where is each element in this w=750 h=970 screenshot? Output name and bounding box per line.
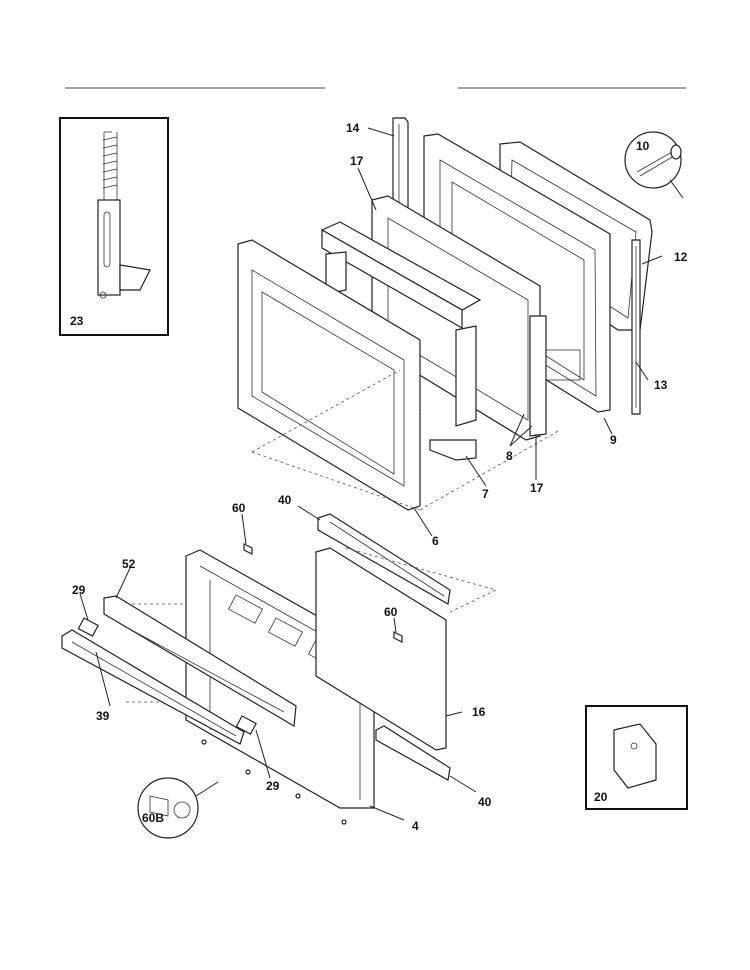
dashed-outline-lower xyxy=(126,547,498,703)
leader-lines xyxy=(79,127,663,821)
part-60B-screw-circle xyxy=(137,777,199,839)
callout-13: 13 xyxy=(654,378,668,392)
part-60-screws xyxy=(201,543,403,825)
part-40-top-channel xyxy=(317,513,451,605)
inset-hinge-23 xyxy=(59,117,169,336)
part-29-end-caps xyxy=(77,617,257,735)
callout-8: 8 xyxy=(506,449,513,463)
callout-29-left: 29 xyxy=(72,583,86,597)
callout-7: 7 xyxy=(482,487,489,501)
callout-14: 14 xyxy=(346,121,360,135)
callout-6: 6 xyxy=(432,534,439,548)
callout-16: 16 xyxy=(472,705,486,719)
part-6-inner-panel xyxy=(237,239,421,511)
part-16-rear-glass xyxy=(315,547,447,751)
part-39-handle xyxy=(61,629,245,745)
callout-40-top: 40 xyxy=(278,493,292,507)
callout-60B: 60B xyxy=(142,811,164,825)
callout-10: 10 xyxy=(636,139,650,153)
inset-bracket-20 xyxy=(585,705,688,810)
dashed-outline-upper xyxy=(251,369,561,511)
callout-20: 20 xyxy=(594,790,608,804)
part-8-spacer xyxy=(529,315,547,437)
part-13-gasket xyxy=(631,239,641,415)
callout-17-bottom: 17 xyxy=(530,481,544,495)
callout-12: 12 xyxy=(674,250,688,264)
callout-17-top: 17 xyxy=(350,154,364,168)
callout-40-bottom: 40 xyxy=(478,795,492,809)
callout-52: 52 xyxy=(122,557,136,571)
part-40-bottom-channel xyxy=(375,725,451,781)
part-10-screw-circle xyxy=(624,131,684,199)
part-52-trim xyxy=(103,595,297,727)
callout-60-right: 60 xyxy=(384,605,398,619)
callout-60-left: 60 xyxy=(232,501,246,515)
callout-labels: 14 17 10 12 13 9 8 17 7 6 23 40 60 52 29… xyxy=(70,121,688,833)
callout-23: 23 xyxy=(70,314,84,328)
callout-39: 39 xyxy=(96,709,110,723)
callout-9: 9 xyxy=(610,433,617,447)
callout-29-bottom: 29 xyxy=(266,779,280,793)
callout-4: 4 xyxy=(412,819,419,833)
